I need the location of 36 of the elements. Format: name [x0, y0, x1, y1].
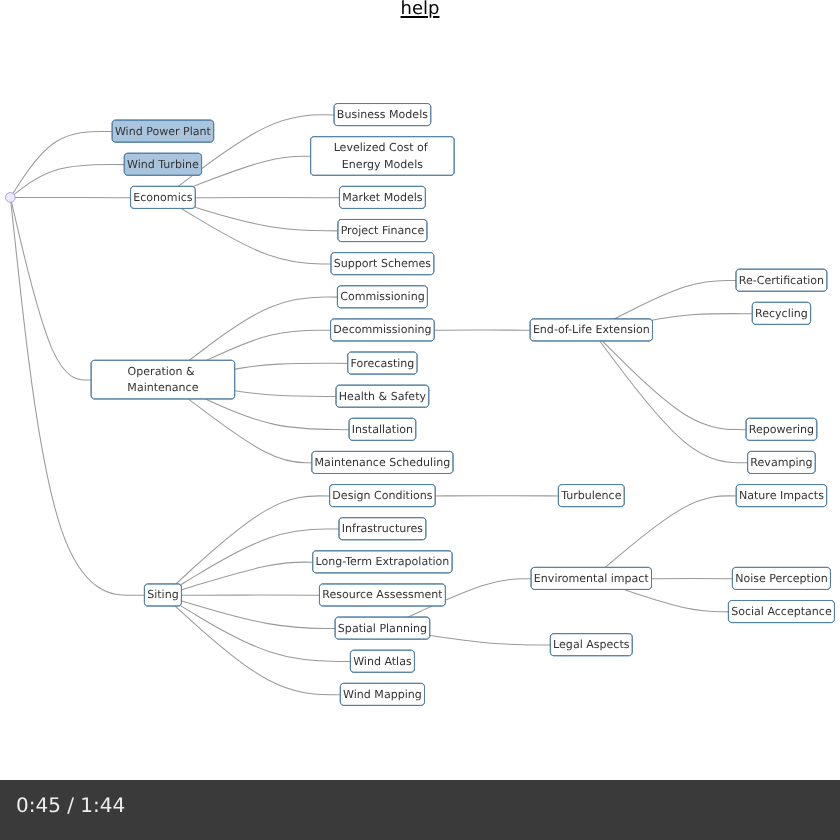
help-link: help: [400, 0, 440, 20]
connector: [14, 196, 132, 198]
connector: [599, 340, 749, 463]
connector: [181, 561, 314, 590]
connector: [10, 201, 146, 596]
connector: [174, 494, 331, 585]
connector: [234, 362, 349, 370]
connector: [181, 207, 332, 265]
connector: [195, 196, 341, 198]
connector: [177, 113, 335, 187]
connector: [624, 588, 730, 612]
connector: [12, 130, 113, 194]
connector: [181, 599, 336, 629]
connector: [604, 494, 738, 568]
connector: [234, 389, 337, 397]
connector: [188, 296, 339, 361]
connector: [205, 329, 332, 361]
connector: [179, 604, 352, 662]
connector: [194, 206, 339, 231]
connector: [188, 398, 313, 463]
connector: [651, 312, 754, 321]
connector: [181, 594, 321, 596]
connector: [10, 201, 92, 380]
connector: [191, 155, 312, 187]
connector: [429, 634, 552, 646]
connector: [174, 605, 342, 695]
connector: [179, 528, 340, 586]
node-circle: [5, 191, 16, 203]
connector: [435, 494, 560, 496]
connector: [651, 577, 734, 579]
connector: [434, 329, 531, 331]
playback-time: 0:45 / 1:44: [16, 796, 126, 818]
connector: [205, 398, 350, 430]
connector: [613, 279, 737, 320]
connector: [602, 340, 747, 430]
connector: [13, 163, 126, 195]
